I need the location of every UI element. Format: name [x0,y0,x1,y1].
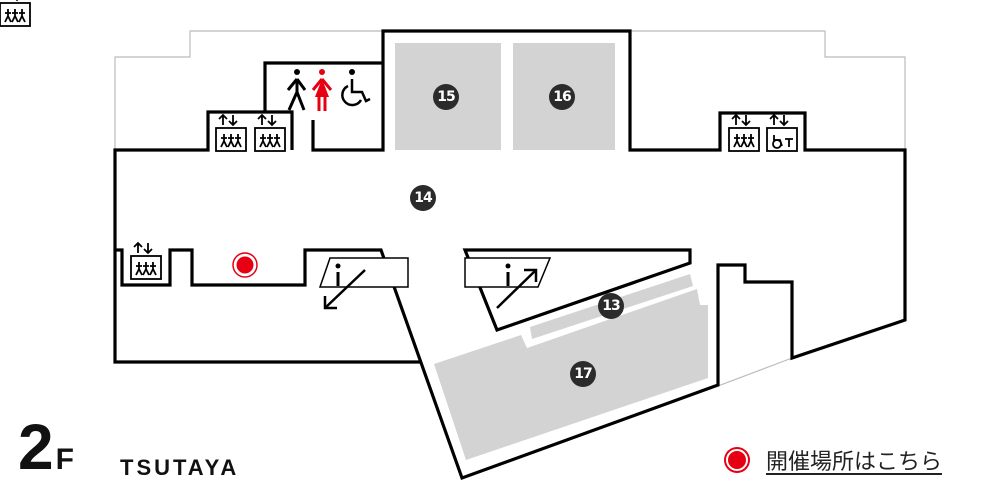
legend-marker-icon [726,449,748,471]
escalator-left[interactable] [318,257,409,310]
area-badge-16[interactable]: 16 [549,84,575,110]
floor-number: 2 [18,411,54,483]
area-badge-17[interactable]: 17 [570,361,596,387]
escalator-down-icon [324,269,366,309]
elevator-icon [254,114,286,152]
service-elevator-icon [766,113,798,152]
store-name: TSUTAYA [120,455,240,480]
legend: 開催場所はこちら [726,444,942,476]
restroom-women-icon [311,69,333,111]
area-badge-13[interactable]: 13 [598,293,624,319]
area-badge-14[interactable]: 14 [410,185,436,211]
escalator-right[interactable] [464,257,552,309]
elevator-icon [215,114,247,152]
escalator-up-icon [496,269,537,309]
floor-suffix: F [55,443,74,476]
accessible-restroom-icon [341,69,371,107]
restroom-men-icon [286,69,307,111]
elevator-icon [0,0,31,27]
legend-link[interactable]: 開催場所はこちら [766,450,943,475]
elevator-icon [130,242,162,280]
floor-label: 2F [18,415,74,479]
elevator-icon [728,114,760,152]
walls [113,29,907,481]
area-badge-15[interactable]: 15 [433,84,459,110]
building-outline [114,30,906,387]
event-location-marker[interactable] [232,252,258,278]
